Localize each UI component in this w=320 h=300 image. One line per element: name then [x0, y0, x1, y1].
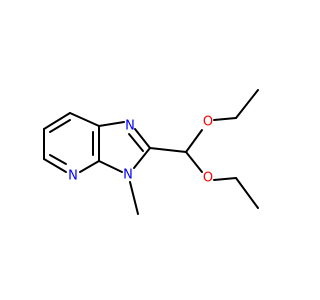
bond-n-methyl-c3a — [98, 160, 123, 173]
bond-n-methyl-ch3 — [129, 181, 139, 215]
bond-c6-n-pyridine — [43, 158, 67, 173]
bond-n-top-c2 — [134, 128, 151, 149]
methyl-group — [129, 181, 139, 215]
pyridine-ring — [43, 112, 100, 173]
atom-labels: N N N O O — [68, 115, 213, 186]
bond-c7a-c4 — [69, 112, 100, 127]
imidazole-ring — [98, 121, 151, 173]
bond-o-upper-ch2 — [213, 117, 237, 121]
bond-c4-c5 — [43, 112, 71, 130]
bond-c4-c5-double — [49, 119, 71, 133]
bond-ch2-ch3-lower — [235, 177, 259, 209]
bond-ch-o-lower — [185, 151, 203, 173]
bond-c7a-n-top — [98, 121, 125, 127]
atom-n-pyridine: N — [68, 169, 78, 184]
diethoxymethyl-group — [149, 89, 259, 209]
atom-o-upper: O — [203, 115, 213, 130]
bond-o-lower-ch2 — [213, 177, 237, 181]
atom-n-imidazole-methyl: N — [123, 168, 133, 183]
bond-c2-n-methyl — [133, 147, 151, 169]
bond-c6-n-double — [49, 154, 67, 165]
bond-n-top-c2-double — [128, 133, 144, 152]
molecule-structure: N N N O O — [43, 89, 259, 215]
bond-c2-ch — [149, 147, 187, 153]
bond-n-pyridine-c3a — [79, 160, 100, 173]
bond-ch2-ch3-upper — [235, 89, 259, 119]
bond-ch-o-upper — [185, 129, 203, 153]
atom-o-lower: O — [203, 171, 213, 186]
atom-n-imidazole-top: N — [125, 119, 135, 134]
